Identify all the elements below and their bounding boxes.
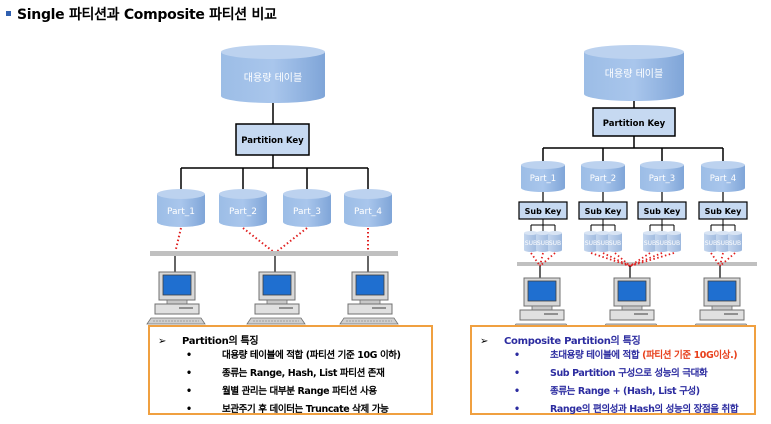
sub-label: SUB [525, 240, 537, 247]
right-network-bar [517, 262, 757, 266]
left-part-1-label: Part_1 [167, 207, 195, 217]
list-item: •Range의 편의성과 Hash의 성능의 장점을 취합 [514, 404, 739, 415]
left-computer-1-icon [146, 271, 206, 325]
left-feature-list: •대용량 테이블에 적합 (파티션 기준 10G 이하) •종류는 Range,… [186, 347, 401, 419]
right-part-1: Part_1 [521, 161, 565, 192]
right-part-4: Part_4 [701, 161, 745, 192]
left-part-1: Part_1 [157, 189, 205, 227]
left-diagram: 대용량 테이블 Partition Key Part_1 Part_2 Part… [146, 45, 399, 325]
left-part-2-label: Part_2 [229, 207, 257, 217]
right-partition-key-label: Partition Key [603, 119, 666, 129]
left-part-3-label: Part_3 [293, 207, 321, 217]
right-computer-2-icon [601, 277, 661, 331]
list-item: •월별 관리는 대부분 Range 파티션 사용 [186, 386, 377, 397]
sub-label: SUB [668, 240, 680, 247]
list-item: •보관주기 후 데이터는 Truncate 삭제 가능 [186, 404, 389, 415]
highlight-text: (파티션 기준 10G이상.) [642, 350, 738, 361]
arrow-bullet-icon: ➢ [158, 336, 167, 347]
right-part-3: Part_3 [640, 161, 684, 192]
right-sub-key-4-label: Sub Key [705, 207, 742, 216]
sub-label: SUB [537, 240, 549, 247]
list-item: •종류는 Range, Hash, List 파티션 존재 [186, 368, 385, 379]
left-partition-key-label: Partition Key [241, 136, 304, 146]
sub-label: SUB [705, 240, 717, 247]
right-sub-group-3: SUB SUB SUB [643, 231, 681, 252]
right-feature-list: •초대용량 테이블에 적합 (파티션 기준 10G이상.) •Sub Parti… [514, 347, 739, 419]
right-sub-key-3-label: Sub Key [644, 207, 681, 216]
right-diagram: 대용량 테이블 Partition Key Part_1 Part_2 Part… [511, 45, 757, 331]
sub-label: SUB [609, 240, 621, 247]
left-computer-2-icon [246, 271, 306, 325]
left-part-2: Part_2 [219, 189, 267, 227]
right-dotted-links [530, 252, 736, 267]
left-part-4: Part_4 [344, 189, 392, 227]
right-table-label: 대용량 테이블 [605, 68, 663, 80]
right-computer-1-icon [511, 277, 571, 331]
sub-label: SUB [717, 240, 729, 247]
left-part-3: Part_3 [283, 189, 331, 227]
right-feature-box: ➢Composite Partition의 특징 •초대용량 테이블에 적합 (… [470, 325, 756, 415]
left-part-4-label: Part_4 [354, 207, 382, 217]
sub-label: SUB [729, 240, 741, 247]
page-title: Single 파티션과 Composite 파티션 비교 [6, 4, 277, 24]
right-feature-heading: ➢Composite Partition의 특징 [480, 336, 641, 347]
right-part-2: Part_2 [581, 161, 625, 192]
left-table-label: 대용량 테이블 [244, 72, 302, 84]
right-part-4-label: Part_4 [710, 174, 736, 184]
left-table-cylinder: 대용량 테이블 [221, 45, 325, 103]
left-feature-heading: ➢Partition의 특징 [158, 336, 259, 347]
title-bullet [6, 10, 11, 16]
list-item: •대용량 테이블에 적합 (파티션 기준 10G 이하) [186, 350, 401, 361]
right-sub-key-2-label: Sub Key [585, 207, 622, 216]
right-computer-3-icon [691, 277, 751, 331]
right-part-1-label: Part_1 [530, 174, 556, 184]
left-network-bar [150, 251, 398, 256]
arrow-bullet-icon: ➢ [480, 336, 489, 347]
right-sub-group-1: SUB SUB SUB [524, 231, 562, 252]
sub-label: SUB [644, 240, 656, 247]
left-computer-3-icon [339, 271, 399, 325]
sub-label: SUB [656, 240, 668, 247]
right-table-cylinder: 대용량 테이블 [584, 45, 684, 101]
left-partition-key-box [235, 123, 310, 156]
right-part-3-label: Part_3 [649, 174, 675, 184]
sub-label: SUB [549, 240, 561, 247]
list-item: •초대용량 테이블에 적합 (파티션 기준 10G이상.) [514, 350, 738, 361]
right-sub-group-4: SUB SUB SUB [704, 231, 742, 252]
left-dotted-links [174, 227, 369, 254]
sub-label: SUB [597, 240, 609, 247]
left-feature-box: ➢Partition의 특징 •대용량 테이블에 적합 (파티션 기준 10G … [148, 325, 433, 415]
right-sub-group-2: SUB SUB SUB [584, 231, 622, 252]
right-sub-key-1-label: Sub Key [525, 207, 562, 216]
list-item: •종류는 Range + (Hash, List 구성) [514, 386, 700, 397]
sub-label: SUB [585, 240, 597, 247]
list-item: •Sub Partition 구성으로 성능의 극대화 [514, 368, 708, 379]
right-part-2-label: Part_2 [590, 174, 616, 184]
